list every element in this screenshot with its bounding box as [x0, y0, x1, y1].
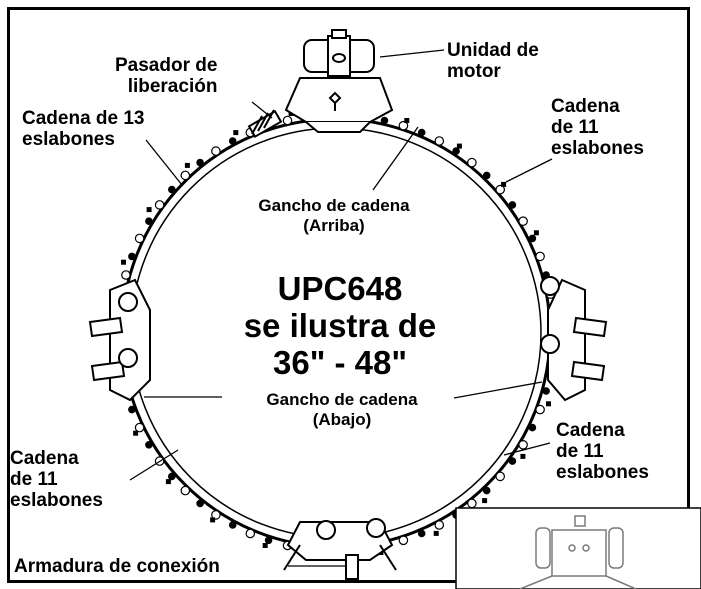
- chain-pin: [146, 207, 152, 213]
- chain-link: [128, 252, 136, 261]
- chain-link: [535, 251, 545, 262]
- chain-link: [434, 136, 445, 146]
- chain-link: [467, 157, 477, 168]
- chain-pin: [210, 517, 216, 523]
- chain-link: [452, 147, 460, 155]
- chain-link: [154, 200, 165, 210]
- chain-link: [211, 510, 221, 520]
- chain-link: [180, 170, 191, 181]
- chain-link: [508, 201, 517, 209]
- chain-pin: [133, 430, 139, 436]
- model-name: UPC648: [277, 270, 403, 307]
- chain-link: [518, 439, 528, 450]
- chain-link: [518, 216, 528, 226]
- chain-link: [417, 128, 426, 137]
- chain-link: [380, 116, 389, 125]
- model-caption: UPC648 se ilustra de 36" - 48": [190, 270, 490, 381]
- chain-link: [495, 471, 505, 482]
- model-caption-line2: se ilustra de: [243, 307, 437, 344]
- inset-detail: [455, 507, 701, 589]
- chain-pin: [404, 118, 410, 123]
- chain-link: [228, 137, 237, 145]
- chain-hook-top-text: Gancho de cadena (Arriba): [258, 196, 410, 235]
- chain-link: [535, 404, 545, 415]
- chain-hook-bottom-label: Gancho de cadena (Abajo): [222, 390, 462, 430]
- chain-11-links-bottom-left-label: Cadena de 11 eslabones: [10, 448, 103, 511]
- chain-hook-bottom-text: Gancho de cadena (Abajo): [266, 390, 418, 429]
- chain-link: [134, 422, 145, 433]
- chain-link: [264, 536, 273, 545]
- connection-frame-label: Armadura de conexión: [14, 556, 220, 577]
- chain-pin: [233, 130, 239, 136]
- chain-pin: [456, 143, 462, 149]
- model-size-range: 36" - 48": [272, 344, 408, 381]
- chain-link: [282, 115, 293, 126]
- chain-link: [495, 184, 505, 195]
- chain-pin: [546, 401, 551, 407]
- chain-link: [168, 185, 176, 194]
- chain-link: [482, 486, 491, 495]
- chain-link: [145, 440, 153, 449]
- right-frame-arms: [540, 276, 608, 402]
- chain-pin: [262, 543, 268, 548]
- chain-11-links-top-right-label: Cadena de 11 eslabones: [551, 96, 644, 159]
- chain-pin: [184, 162, 190, 168]
- chain-link: [398, 120, 409, 131]
- chain-hook-top-label: Gancho de cadena (Arriba): [224, 196, 444, 236]
- chain-link: [245, 528, 256, 539]
- chain-pin: [165, 479, 171, 485]
- connection-frame: [283, 518, 397, 580]
- left-frame-arms: [88, 278, 151, 402]
- release-pin: [247, 109, 283, 139]
- chain-link: [482, 171, 491, 180]
- diagram-frame: [7, 7, 690, 583]
- chain-link: [145, 217, 153, 226]
- chain-link: [398, 535, 409, 546]
- chain-link: [528, 234, 537, 243]
- chain-link: [467, 498, 477, 509]
- chain-link: [434, 520, 445, 530]
- chain-link: [508, 457, 517, 465]
- chain-link: [121, 270, 131, 280]
- release-pin-label: Pasador de liberación: [115, 55, 218, 97]
- chain-pin: [520, 453, 526, 459]
- chain-13-links-label: Cadena de 13 eslabones: [22, 108, 145, 150]
- chain-link: [134, 233, 145, 244]
- chain-link: [180, 485, 191, 496]
- chain-pin: [533, 230, 539, 236]
- chain-link: [196, 158, 204, 167]
- chain-pin: [501, 181, 507, 187]
- chain-pin: [121, 259, 126, 265]
- chain-pin: [482, 498, 488, 504]
- motor-unit: [284, 29, 394, 133]
- chain-link: [211, 146, 221, 156]
- chain-link: [542, 387, 550, 395]
- chain-link: [228, 521, 237, 529]
- chain-link: [168, 472, 176, 481]
- leader-lines: [129, 49, 553, 567]
- chain-link: [528, 423, 537, 432]
- chain-11-links-bottom-right-label: Cadena de 11 eslabones: [556, 420, 649, 483]
- chain-link: [128, 405, 136, 414]
- motor-unit-label: Unidad de motor: [447, 40, 539, 82]
- chain-pin: [433, 530, 439, 536]
- chain-links: [114, 110, 559, 556]
- chain-link: [417, 529, 426, 538]
- chain-link: [196, 499, 204, 508]
